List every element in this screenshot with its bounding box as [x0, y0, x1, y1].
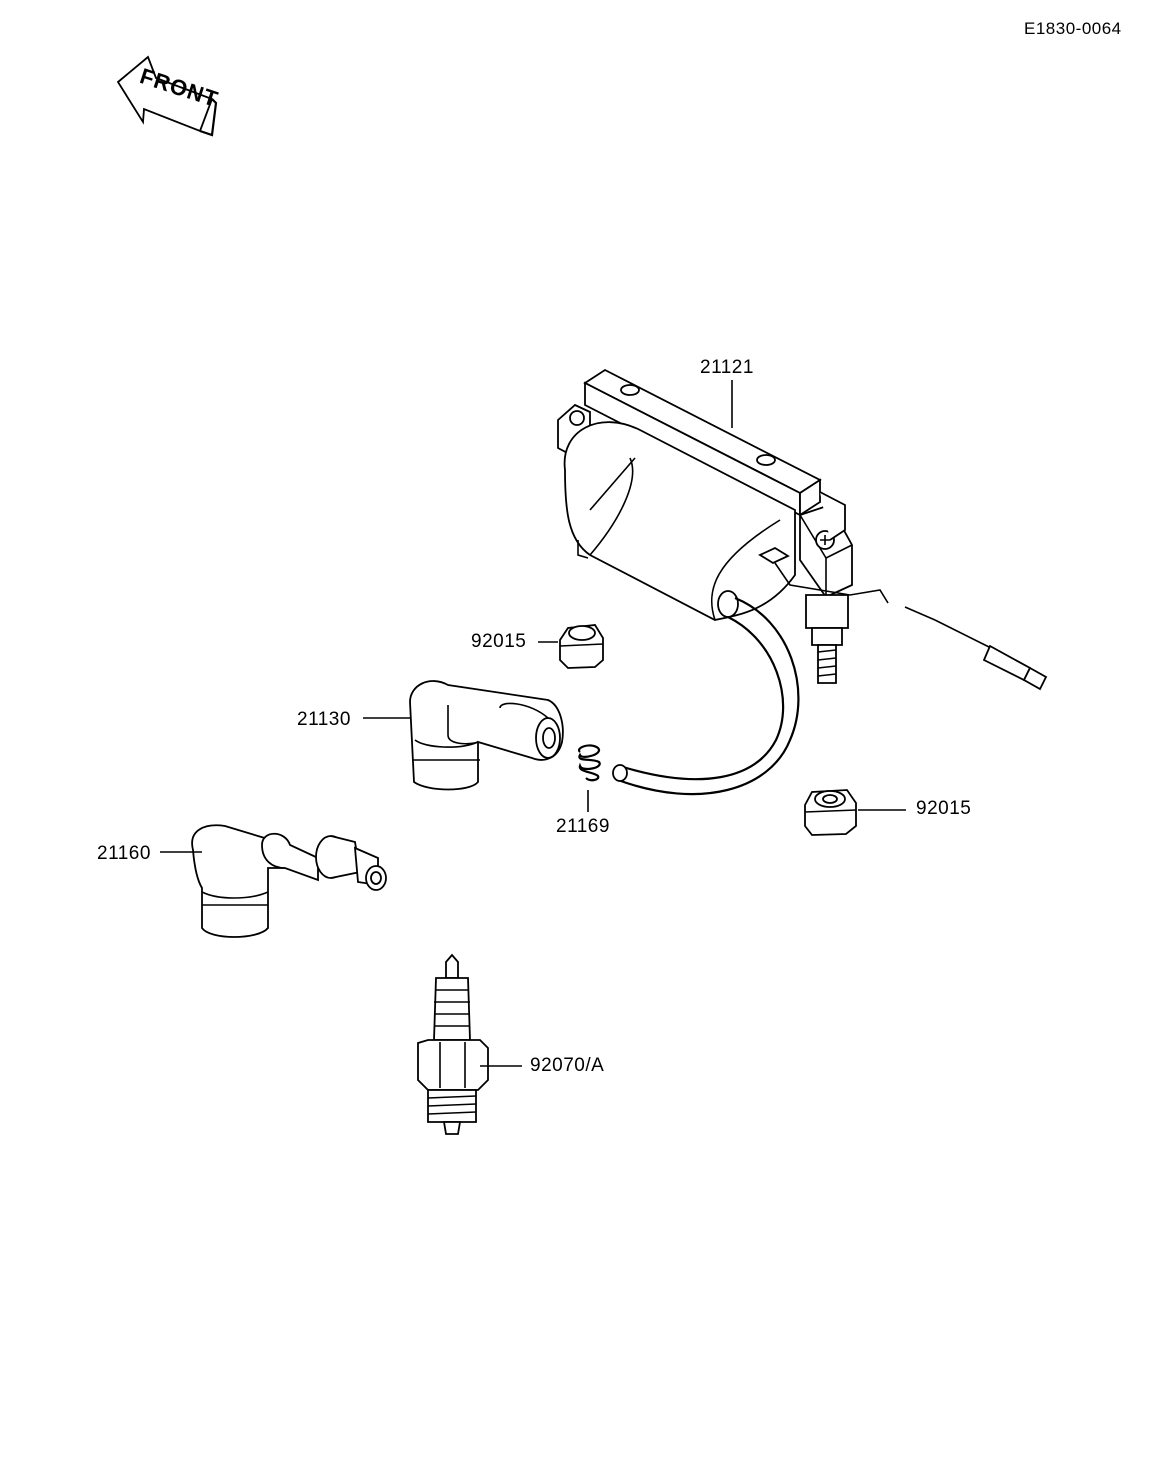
ignition-coil-drawing	[557, 368, 1048, 796]
cap-drawing	[409, 680, 564, 791]
part-label-92070a: 92070/A	[530, 1055, 605, 1076]
part-label-92015-top: 92015	[471, 631, 527, 652]
nut-top-drawing	[559, 624, 604, 669]
part-label-21169: 21169	[556, 816, 610, 837]
spark-plug-drawing	[417, 953, 489, 1135]
nut-right-drawing	[804, 789, 857, 836]
part-label-21130: 21130	[297, 709, 351, 730]
spring-drawing	[577, 744, 601, 782]
part-label-21121: 21121	[700, 357, 754, 378]
document-id: E1830-0064	[1024, 19, 1122, 38]
plug-cap-drawing	[191, 824, 387, 938]
leader-lines	[160, 380, 906, 1067]
front-arrow-icon: FRONT	[116, 55, 221, 137]
part-label-92015-right: 92015	[916, 798, 972, 819]
part-label-21160: 21160	[97, 843, 151, 864]
